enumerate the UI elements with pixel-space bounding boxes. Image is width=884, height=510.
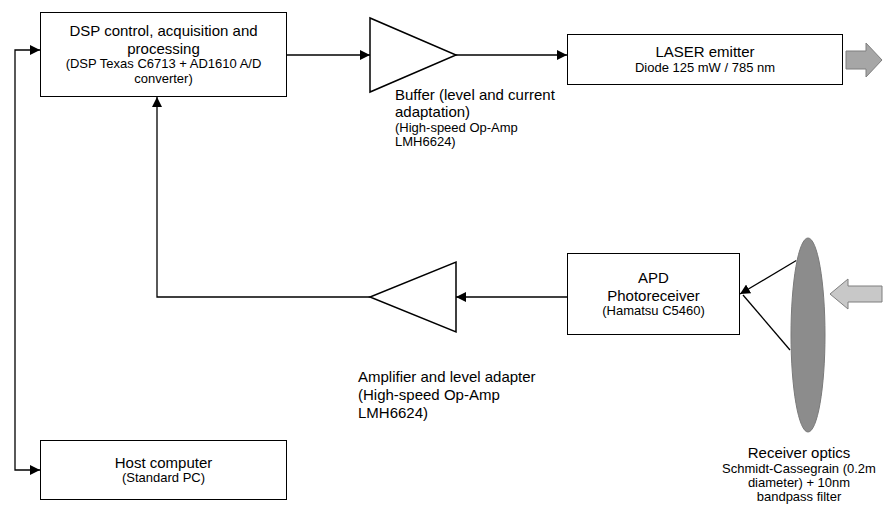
node-detail: Diode 125 mW / 785 nm: [635, 61, 775, 76]
node-detail: (High-speed Op-Amp LMH6624): [358, 386, 500, 421]
signal-arrow: [456, 54, 567, 55]
node-title: Amplifier and level adapter: [358, 368, 536, 385]
photoreceiver-box: APD Photoreceiver(Hamatsu C5460): [567, 253, 740, 335]
laser-box: LASER emitterDiode 125 mW / 785 nm: [567, 34, 843, 85]
node-title: Buffer (level and current adaptation): [395, 86, 560, 121]
signal-arrow: [287, 54, 370, 55]
lens-ellipse: [791, 238, 825, 432]
node-detail: (High-speed Op-Amp LMH6624): [395, 121, 560, 151]
triangle-outline: [370, 18, 456, 92]
node-detail: Schmidt-Cassegrain (0.2m diameter) + 10n…: [718, 462, 880, 505]
buffer-amplifier: Buffer (level and current adaptation)(Hi…: [370, 18, 456, 92]
laser-beam-arrow: [846, 43, 882, 77]
signal-arrow: [456, 296, 567, 297]
node-detail: (Hamatsu C5460): [602, 304, 705, 319]
receiver-lens: Receiver opticsSchmidt-Cassegrain (0.2m …: [790, 237, 826, 433]
shape-label: Amplifier and level adapter (High-speed …: [358, 368, 543, 422]
lens-shape: [790, 237, 826, 433]
node-detail: (DSP Texas C6713 + AD1610 A/D converter): [64, 57, 264, 87]
node-title: Host computer: [115, 454, 213, 471]
host-box: Host computer(Standard PC): [40, 440, 287, 500]
node-detail: (Standard PC): [122, 471, 205, 486]
dsp-box: DSP control, acquisition and processing(…: [40, 12, 287, 97]
light-ray-line: [743, 295, 790, 350]
node-title: DSP control, acquisition and processing: [49, 22, 278, 57]
amplifier-triangle: [370, 262, 456, 332]
incoming-light-arrow: [830, 279, 882, 309]
node-title: LASER emitter: [655, 43, 754, 60]
amplifier-triangle: [370, 18, 456, 92]
output-amplifier: Amplifier and level adapter (High-speed …: [370, 262, 456, 332]
signal-arrow: [15, 50, 40, 470]
node-title: Receiver optics: [718, 445, 880, 462]
shape-label: Receiver opticsSchmidt-Cassegrain (0.2m …: [718, 445, 880, 504]
triangle-outline: [370, 262, 456, 332]
node-title: APD Photoreceiver: [599, 269, 709, 304]
signal-arrow: [740, 261, 796, 294]
shape-label: Buffer (level and current adaptation)(Hi…: [395, 86, 560, 150]
signal-arrow: [157, 97, 370, 297]
